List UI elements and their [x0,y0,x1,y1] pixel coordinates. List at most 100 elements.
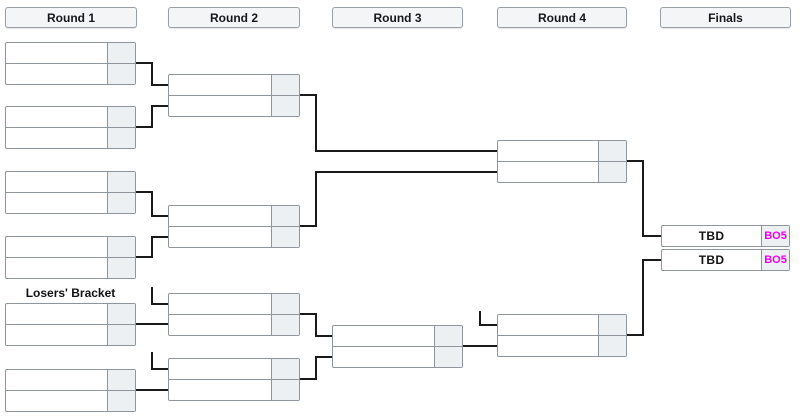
match-upper-r4[interactable] [497,140,627,183]
score-cell [598,141,626,161]
team-name [333,326,434,346]
match-losers-r3[interactable] [332,325,463,368]
team-slot [6,192,135,213]
match-format-badge: BO5 [761,226,789,246]
team-slot [498,141,626,161]
score-cell [107,258,135,278]
connector-line [300,171,497,227]
connector-line [300,94,497,152]
match-upper-r2-2[interactable] [168,205,300,248]
score-cell [107,128,135,148]
score-cell [271,227,299,247]
team-name [169,206,271,226]
team-name [6,304,107,324]
match-upper-r1-1[interactable] [5,42,136,85]
score-cell [107,43,135,63]
connector-line [136,105,168,128]
team-name [6,128,107,148]
match-losers-r1-2[interactable] [5,369,136,412]
score-cell [271,96,299,116]
team-slot [498,161,626,182]
team-slot [169,95,299,116]
team-slot [6,370,135,390]
match-upper-r1-3[interactable] [5,171,136,214]
team-slot [498,335,626,356]
team-slot [498,315,626,335]
team-slot [333,346,462,367]
score-cell [271,359,299,379]
match-upper-r2-1[interactable] [168,74,300,117]
team-name [498,336,598,356]
team-slot [6,324,135,345]
score-cell [434,347,462,367]
column-header-round-2: Round 2 [168,7,300,28]
score-cell [598,336,626,356]
column-header-round-1: Round 1 [5,7,137,28]
team-slot [6,63,135,84]
finals-slot-2[interactable]: TBD BO5 [661,249,790,271]
team-slot [6,390,135,411]
team-name [6,43,107,63]
column-header-round-4: Round 4 [497,7,627,28]
team-name [169,294,271,314]
score-cell [107,237,135,257]
team-slot [6,172,135,192]
finals-team-name: TBD [698,229,725,243]
match-losers-r2-1[interactable] [168,293,300,336]
score-cell [434,326,462,346]
score-cell [271,294,299,314]
team-slot [169,75,299,95]
match-losers-r4[interactable] [497,314,627,357]
connector-line [300,313,332,337]
connector-line [627,160,661,237]
column-header-round-3: Round 3 [332,7,463,28]
team-name [169,227,271,247]
connector-line [300,356,332,380]
team-slot [6,127,135,148]
team-name [6,237,107,257]
score-cell [271,315,299,335]
team-slot [169,226,299,247]
score-cell [107,172,135,192]
connector-line [627,259,661,336]
team-name [498,162,598,182]
team-slot [6,107,135,127]
score-cell [271,380,299,400]
team-slot [169,379,299,400]
team-name [6,370,107,390]
score-cell [107,391,135,411]
column-header-finals: Finals [660,7,791,28]
team-slot [169,206,299,226]
team-name [6,64,107,84]
finals-team-name: TBD [698,253,725,267]
connector-line [136,62,168,86]
team-name [6,325,107,345]
finals-slot-1[interactable]: TBD BO5 [661,225,790,247]
score-cell [107,325,135,345]
team-name [498,141,598,161]
match-losers-r2-2[interactable] [168,358,300,401]
match-upper-r1-2[interactable] [5,106,136,149]
team-name [169,75,271,95]
connector-line [151,287,168,305]
team-name [169,96,271,116]
score-cell [107,64,135,84]
team-name [169,380,271,400]
connector-line [136,236,168,258]
score-cell [271,206,299,226]
team-name [6,107,107,127]
match-losers-r1-1[interactable] [5,303,136,346]
team-name [169,315,271,335]
match-upper-r1-4[interactable] [5,236,136,279]
connector-line [151,352,168,370]
team-name [498,315,598,335]
connector-line [479,311,497,326]
score-cell [598,315,626,335]
team-name [333,347,434,367]
team-slot [6,304,135,324]
losers-bracket-label: Losers' Bracket [25,286,116,300]
team-slot [333,326,462,346]
team-name [6,391,107,411]
